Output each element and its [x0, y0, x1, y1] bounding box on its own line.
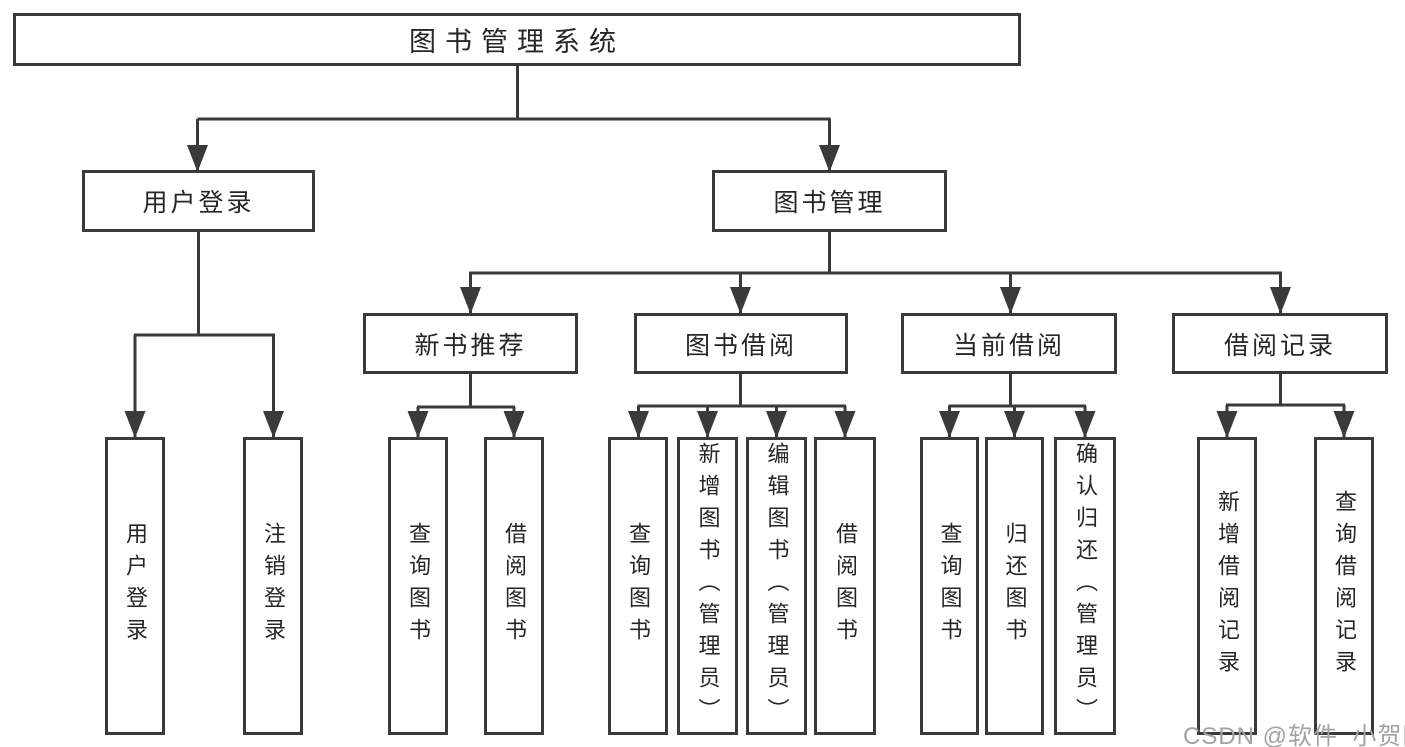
node-book-borrow: 图书借阅: [634, 313, 848, 374]
node-leaf-rec-query-book-label: 查询图书: [406, 522, 431, 650]
node-leaf-user-login: 用户登录: [105, 437, 165, 735]
connector-root-trunk: [197, 65, 831, 121]
connector-userlogin-trunk: [134, 231, 275, 337]
csdn-watermark: CSDN @软件_小贺同学: [1183, 723, 1405, 747]
connector-borrowrecord-trunk: [1226, 372, 1345, 407]
node-root: 图书管理系统: [13, 13, 1021, 66]
connector-bookborrow-trunk: [637, 372, 846, 408]
connector-newbookrec-trunk: [417, 372, 515, 409]
node-user-login-label: 用户登录: [142, 189, 255, 217]
node-leaf-br-add-record: 新增借阅记录: [1197, 437, 1257, 735]
node-leaf-cb-query-book: 查询图书: [920, 437, 979, 735]
node-leaf-bb-borrow-book: 借阅图书: [814, 437, 876, 735]
node-book-mgmt: 图书管理: [712, 170, 947, 232]
node-user-login: 用户登录: [82, 170, 315, 232]
node-leaf-bb-edit-book-label: 编辑图书（管理员）: [764, 442, 790, 730]
connector-bookmgmt-trunk: [469, 231, 1282, 275]
node-leaf-bb-add-book-label: 新增图书（管理员）: [695, 442, 721, 730]
node-leaf-logout: 注销登录: [243, 437, 303, 735]
node-book-borrow-label: 图书借阅: [684, 331, 797, 360]
node-leaf-cb-confirm-return: 确认归还（管理员）: [1054, 437, 1116, 735]
connector-currentborrow-trunk: [948, 372, 1086, 408]
node-leaf-cb-query-book-label: 查询图书: [937, 522, 963, 650]
node-leaf-cb-return-book-label: 归还图书: [1002, 522, 1028, 650]
node-book-mgmt-label: 图书管理: [773, 189, 886, 217]
node-leaf-user-login-label: 用户登录: [123, 522, 148, 650]
node-leaf-logout-label: 注销登录: [261, 522, 286, 650]
node-borrow-record-label: 借阅记录: [1223, 331, 1336, 360]
node-leaf-cb-confirm-return-label: 确认归还（管理员）: [1073, 442, 1098, 730]
node-leaf-bb-add-book: 新增图书（管理员）: [677, 437, 738, 735]
node-leaf-rec-borrow-book-label: 借阅图书: [502, 522, 527, 650]
node-borrow-record: 借阅记录: [1172, 313, 1388, 374]
node-root-label: 图书管理系统: [409, 27, 625, 57]
node-leaf-br-add-record-label: 新增借阅记录: [1215, 490, 1240, 682]
node-leaf-rec-query-book: 查询图书: [388, 437, 448, 735]
node-leaf-rec-borrow-book: 借阅图书: [484, 437, 544, 735]
node-new-book-rec-label: 新书推荐: [414, 331, 527, 360]
node-current-borrow-label: 当前借阅: [952, 331, 1065, 360]
node-leaf-bb-edit-book: 编辑图书（管理员）: [746, 437, 807, 735]
node-leaf-bb-query-book: 查询图书: [608, 437, 668, 735]
node-leaf-bb-query-book-label: 查询图书: [626, 522, 651, 650]
node-leaf-cb-return-book: 归还图书: [985, 437, 1044, 735]
node-leaf-bb-borrow-book-label: 借阅图书: [833, 522, 858, 650]
node-leaf-br-query-record-label: 查询借阅记录: [1332, 490, 1357, 682]
node-current-borrow: 当前借阅: [901, 313, 1117, 374]
node-new-book-rec: 新书推荐: [363, 313, 578, 374]
node-leaf-br-query-record: 查询借阅记录: [1314, 437, 1374, 735]
